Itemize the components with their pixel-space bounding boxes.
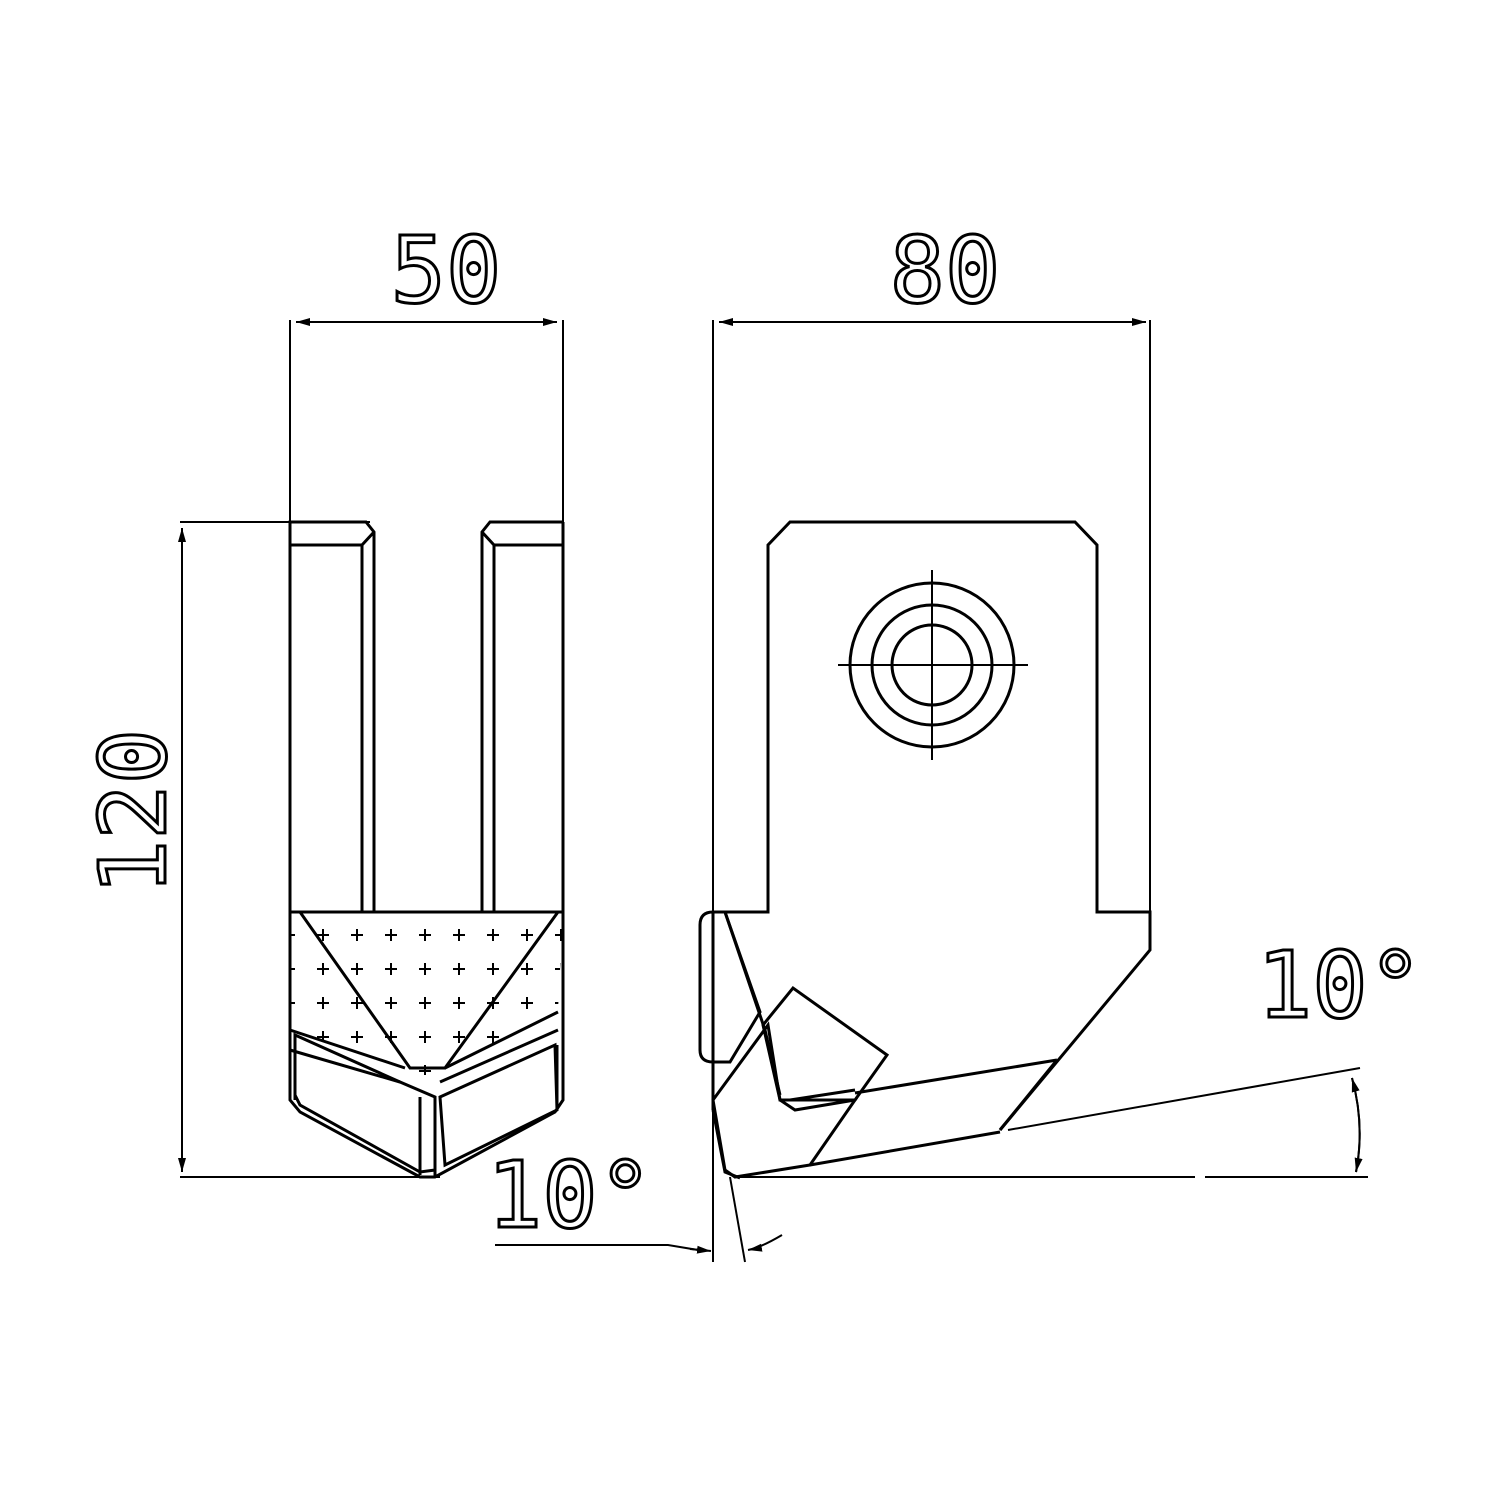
side-hatch-lower bbox=[711, 1021, 858, 1179]
side-view: 80 bbox=[485, 216, 1425, 1263]
front-width-label: 50 bbox=[391, 217, 502, 324]
side-cross-insert bbox=[698, 910, 762, 1064]
dimension-front-width: 50 bbox=[289, 216, 564, 540]
bolt-hole bbox=[838, 570, 1028, 760]
front-tip bbox=[288, 910, 565, 1179]
height-label: 120 bbox=[80, 729, 187, 895]
side-body bbox=[711, 520, 1152, 1131]
left-prong bbox=[288, 520, 376, 912]
side-insert-front bbox=[698, 910, 762, 1064]
side-cutting-tip bbox=[711, 911, 1058, 1180]
angle-right-label: 10° bbox=[1257, 932, 1423, 1039]
right-prong bbox=[480, 520, 565, 912]
dimension-angle-bottom: 10° bbox=[485, 1110, 783, 1263]
front-view: 50 120 bbox=[79, 216, 565, 1179]
side-width-label: 80 bbox=[890, 217, 1001, 324]
dimension-height: 120 bbox=[79, 521, 440, 1178]
dimension-side-width: 80 bbox=[712, 216, 1151, 912]
dimension-angle-right: 10° bbox=[740, 931, 1425, 1178]
angle-bottom-label: 10° bbox=[487, 1142, 653, 1249]
front-cross-region bbox=[290, 912, 563, 1075]
